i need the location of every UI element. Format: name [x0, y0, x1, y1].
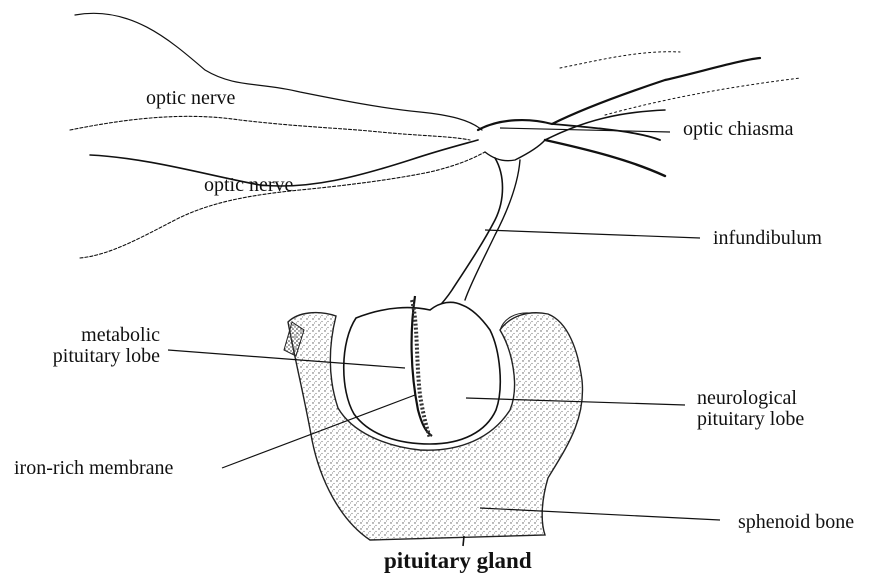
- label-iron-rich-membrane: iron-rich membrane: [14, 458, 173, 479]
- optic-chiasma-shape: [478, 52, 800, 176]
- optic-nerve-upper-bottom-edge: [70, 116, 470, 140]
- optic-nerve-upper-top-edge: [75, 13, 482, 130]
- label-infundibulum: infundibulum: [713, 228, 822, 249]
- pituitary-lobes: [344, 296, 501, 444]
- leader-optic-chiasma: [500, 128, 670, 132]
- leader-caption-tick: [463, 536, 464, 546]
- leader-infundibulum: [485, 230, 700, 238]
- diagram-caption: pituitary gland: [384, 548, 532, 574]
- optic-nerves: [70, 13, 485, 258]
- label-neurological-lobe: neurological pituitary lobe: [697, 388, 804, 430]
- optic-nerve-lower-bottom-edge: [80, 152, 485, 258]
- label-optic-nerve-lower: optic nerve: [204, 175, 293, 196]
- infundibulum-stalk: [428, 158, 520, 320]
- label-optic-nerve-upper: optic nerve: [146, 88, 235, 109]
- label-optic-chiasma: optic chiasma: [683, 119, 794, 140]
- label-metabolic-lobe: metabolic pituitary lobe: [30, 325, 160, 367]
- label-sphenoid-bone: sphenoid bone: [738, 512, 854, 533]
